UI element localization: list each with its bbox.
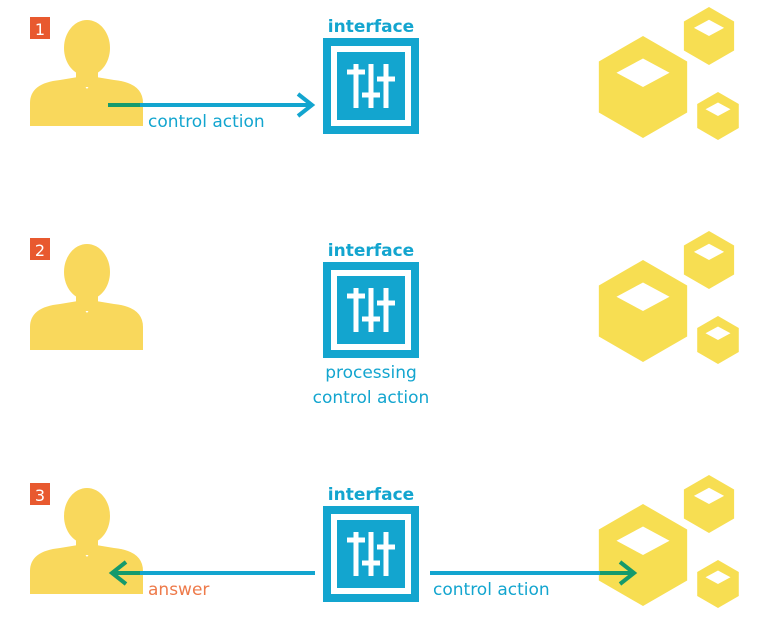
control-action-label: control action: [148, 112, 265, 132]
answer-label: answer: [148, 580, 209, 600]
equalizer-sliders-icon: [323, 506, 419, 602]
interface-label: interface: [328, 241, 414, 261]
step-3: 3 answer interface: [30, 475, 739, 608]
hexagon-cubes-icon: [598, 475, 739, 608]
user-silhouette-icon: [30, 488, 143, 594]
step-number-2: 2: [35, 241, 45, 260]
user-silhouette-icon: [30, 20, 143, 126]
control-action-label: control action: [433, 580, 550, 600]
step-number-1: 1: [35, 20, 45, 39]
step-2: 2 interface processing control action: [30, 231, 739, 408]
hexagon-cubes-icon: [598, 231, 739, 364]
interface-label: interface: [328, 485, 414, 505]
step-badge-2: [30, 238, 50, 260]
step-number-3: 3: [35, 486, 45, 505]
interface-label: interface: [328, 17, 414, 37]
equalizer-sliders-icon: [323, 262, 419, 358]
arrow-head-right: [296, 92, 316, 118]
arrow-head-right: [618, 560, 638, 586]
step-1: 1 control action interface: [30, 7, 739, 140]
step-badge-1: [30, 17, 50, 39]
control-action-label: control action: [313, 388, 430, 408]
step-badge-3: [30, 483, 50, 505]
processing-label: processing: [325, 363, 417, 383]
equalizer-sliders-icon: [323, 38, 419, 134]
user-silhouette-icon: [30, 244, 143, 350]
arrow-head-left: [108, 560, 128, 586]
hexagon-cubes-icon: [598, 7, 739, 140]
